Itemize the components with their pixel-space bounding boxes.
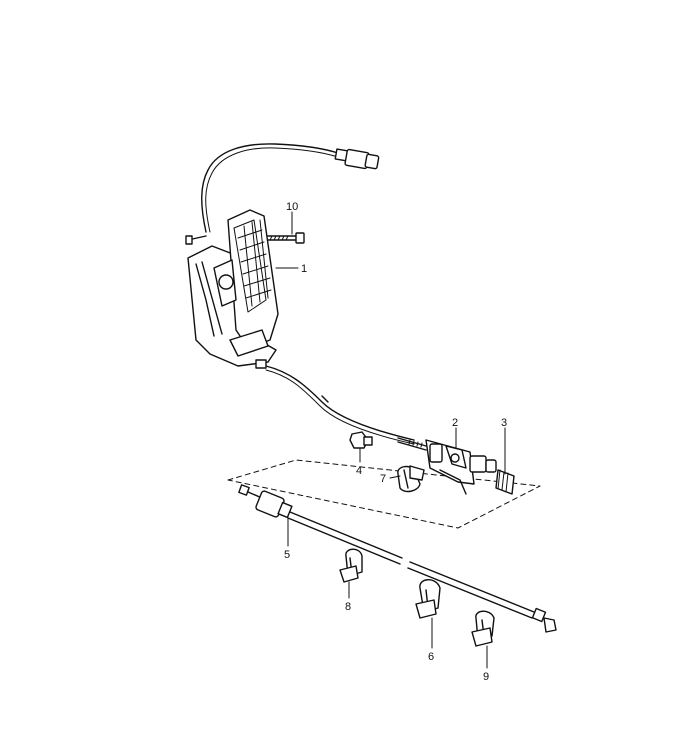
clip-8 (339, 548, 363, 583)
upper-cable-end-fitting (334, 148, 380, 170)
callout-10: 10 (286, 201, 298, 213)
clip-6 (415, 579, 441, 619)
adjuster-housing-2 (425, 439, 497, 495)
callout-1: 1 (301, 263, 307, 275)
callout-6: 6 (428, 651, 434, 663)
callout-2: 2 (452, 417, 458, 429)
upper-cable-outline (205, 147, 339, 233)
screw-10 (267, 232, 305, 244)
lower-cable (265, 365, 415, 441)
pedal-plate (227, 209, 279, 349)
accelerator-pedal-assembly (185, 209, 279, 367)
pedal-grip-pattern (237, 219, 272, 307)
detail-group-outline (227, 459, 541, 529)
upper-cable (201, 143, 339, 233)
leader-lines (275, 211, 506, 669)
cable-5 (255, 490, 557, 633)
callout-9: 9 (483, 671, 489, 683)
callout-7: 7 (380, 473, 386, 485)
clip-7 (397, 465, 425, 493)
spring-3 (495, 469, 515, 495)
nut-4 (349, 431, 373, 449)
callout-3: 3 (501, 417, 507, 429)
callout-4: 4 (356, 465, 362, 477)
clip-9 (471, 610, 495, 647)
callout-5: 5 (284, 549, 290, 561)
callout-8: 8 (345, 601, 351, 613)
